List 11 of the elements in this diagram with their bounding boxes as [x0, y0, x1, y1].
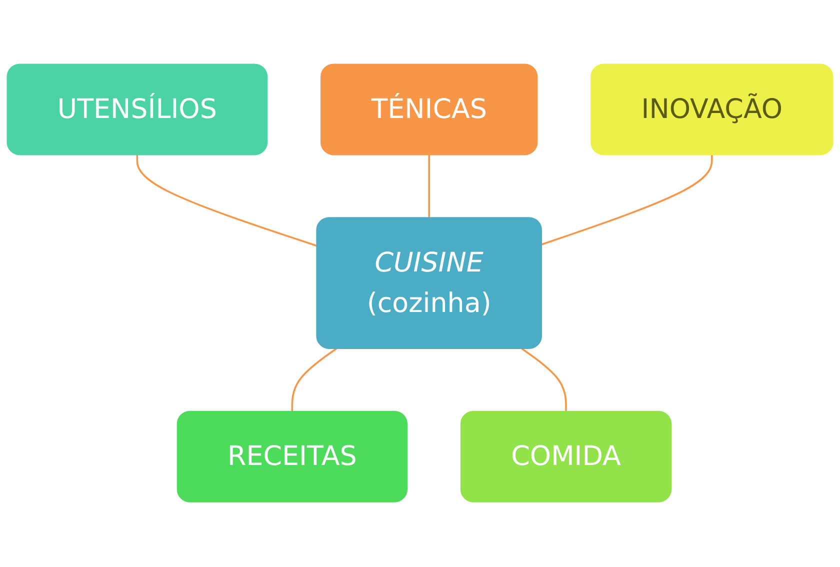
- connector: [428, 155, 430, 218]
- node-box: RECEITAS: [176, 411, 408, 503]
- node-box: UTENSÍLIOS: [6, 64, 268, 156]
- connector: [541, 155, 713, 246]
- node-box: COMIDA: [460, 411, 672, 503]
- connector: [521, 348, 567, 412]
- node-box: TÉNICAS: [320, 64, 538, 156]
- node-box: CUISINE (cozinha): [316, 218, 542, 350]
- node-box: INOVAÇÃO: [590, 64, 834, 156]
- connector: [136, 155, 317, 248]
- connector: [291, 348, 338, 412]
